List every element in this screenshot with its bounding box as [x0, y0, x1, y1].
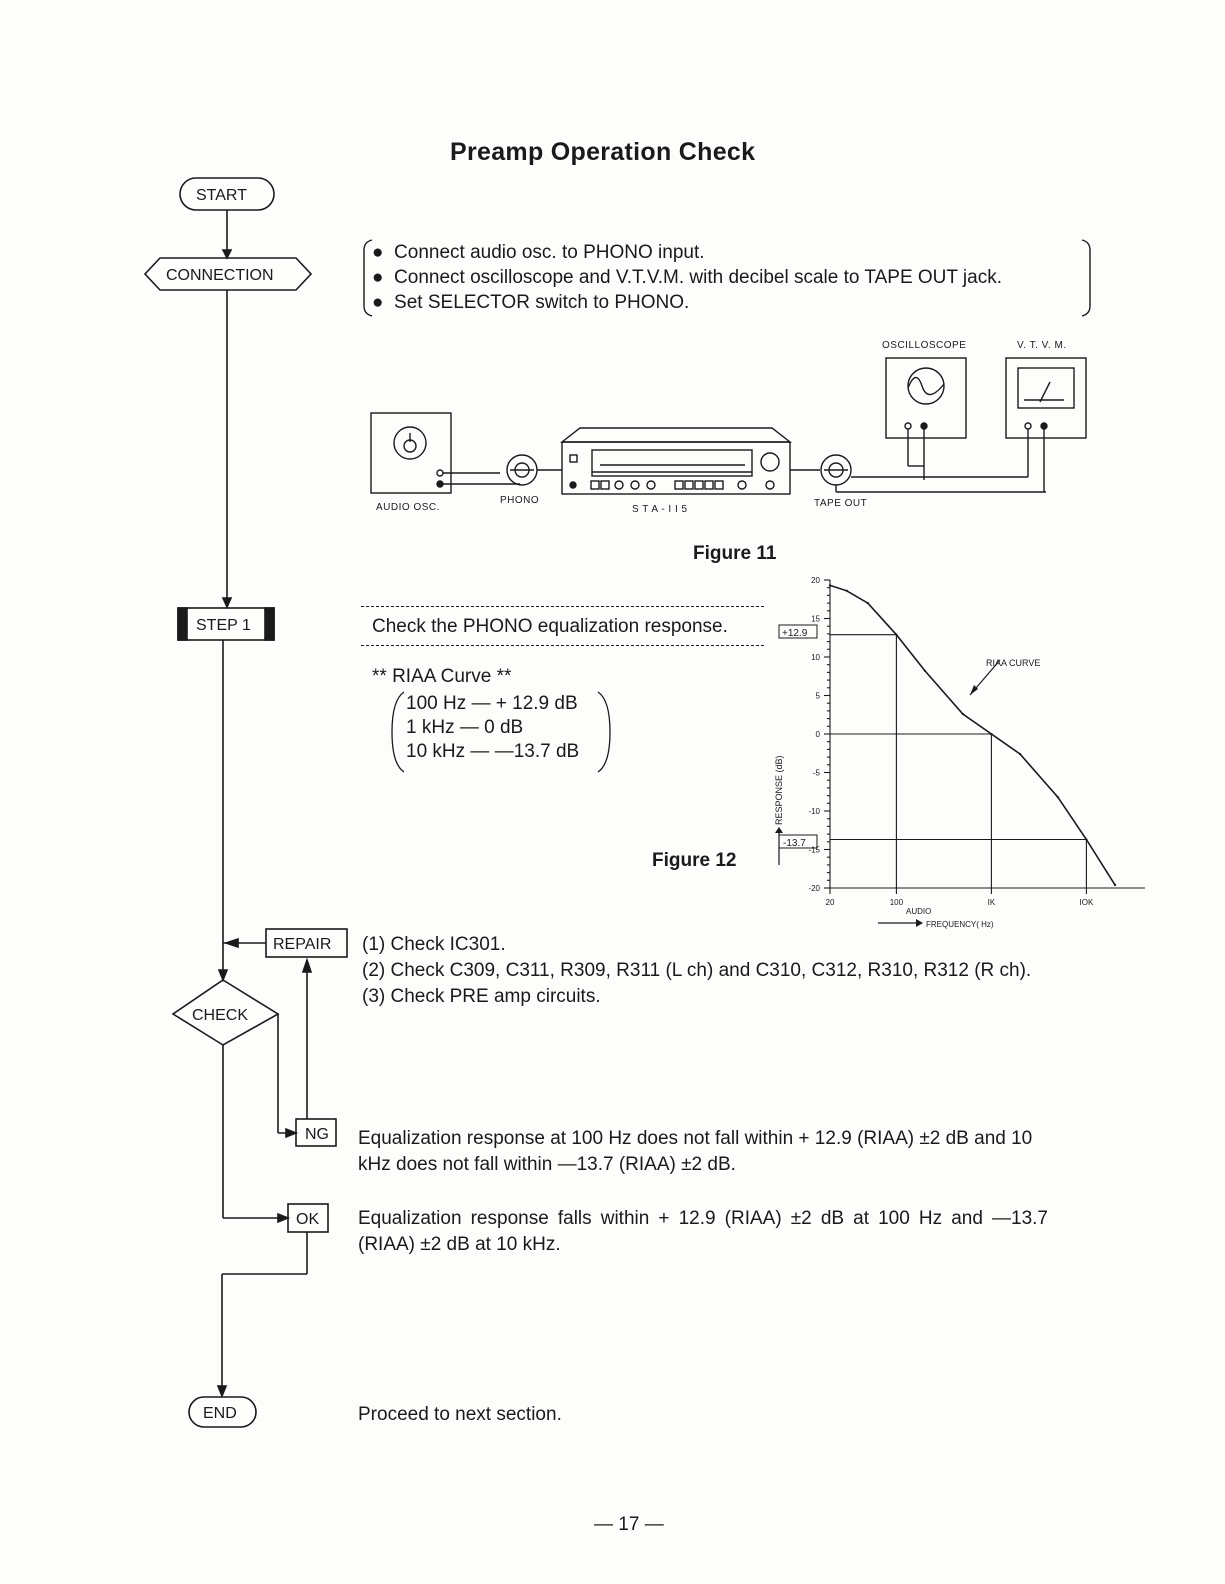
connection-diagram: OSCILLOSCOPE V. T. V. M. AUDIO OSC. PHON… [370, 340, 1087, 515]
receiver-top [559, 427, 793, 443]
ok-description: Equalization response falls within + 12.… [358, 1208, 1048, 1255]
check-label: CHECK [192, 1007, 248, 1024]
ng-box [295, 1118, 337, 1147]
connection-instructions: ● Connect audio osc. to PHONO input. ● C… [372, 240, 1002, 315]
marker-low-box [778, 834, 818, 849]
oscilloscope-box [885, 357, 967, 439]
riaa-line: 100 Hz — + 12.9 dB [406, 693, 578, 714]
y-tick-label: 0 [816, 730, 821, 739]
step1-instruction-box [361, 606, 764, 646]
ok-box [287, 1203, 329, 1233]
curve-label: RIAA CURVE [986, 658, 1040, 668]
tape-out-label: TAPE OUT [814, 498, 867, 509]
oscilloscope-screen-icon [907, 367, 945, 405]
figure11-caption: Figure 11 [693, 543, 777, 564]
connection-box [143, 257, 313, 291]
end-label: END [203, 1405, 237, 1422]
y-tick-label: 15 [811, 615, 820, 624]
x-tick-label: 100 [890, 898, 904, 907]
riaa-line: 10 kHz — —13.7 dB [406, 741, 580, 762]
riaa-brackets [391, 691, 611, 773]
page-number: — 17 — [594, 1514, 664, 1535]
riaa-curve-line [829, 584, 1116, 886]
audio-osc-label: AUDIO OSC. [376, 502, 440, 513]
y-tick-label: -20 [808, 884, 820, 893]
audio-osc-box [370, 412, 452, 494]
y-tick-label: -10 [808, 807, 820, 816]
start-label: START [196, 187, 247, 204]
riaa-line: 1 kHz — 0 dB [406, 717, 524, 738]
step1-label: STEP 1 [196, 617, 251, 634]
oscilloscope-label: OSCILLOSCOPE [882, 340, 966, 351]
marker-low: -13.7 [783, 838, 806, 849]
riaa-heading: ** RIAA Curve ** [372, 666, 512, 687]
model-label: S T A - I I 5 [632, 504, 688, 515]
x-axis-label-top: AUDIO [906, 907, 931, 916]
audio-osc-dial-icon [393, 426, 427, 460]
instruction-item: ● Connect audio osc. to PHONO input. [372, 242, 705, 263]
instruction-item: ● Set SELECTOR switch to PHONO. [372, 292, 690, 313]
instruction-brackets [363, 239, 1091, 317]
y-axis-label: RESPONSE (dB) [774, 755, 784, 825]
y-tick-label: -15 [808, 846, 820, 855]
riaa-chart: 20 15 10 5 0 -5 -10 -15 -20 20 100 IK IOK RIAA CURVE… [774, 576, 1145, 929]
end-terminator [188, 1396, 257, 1428]
y-tick-label: 5 [816, 692, 821, 701]
ok-label: OK [296, 1211, 319, 1228]
page-title: Preamp Operation Check [450, 138, 756, 166]
repair-item: (3) Check PRE amp circuits. [362, 986, 601, 1007]
repair-item: (2) Check C309, C311, R309, R311 (L ch) … [362, 960, 1032, 981]
ng-description: Equalization response at 100 Hz does not… [358, 1128, 1033, 1175]
y-tick-label: -5 [813, 769, 821, 778]
repair-label: REPAIR [273, 936, 331, 953]
repair-item: (1) Check IC301. [362, 934, 506, 955]
riaa-list: 100 Hz — + 12.9 dB 1 kHz — 0 dB 10 kHz —… [406, 692, 579, 764]
connection-label: CONNECTION [166, 267, 274, 284]
repair-list: (1) Check IC301. (2) Check C309, C311, R… [362, 932, 1062, 1010]
x-axis-label-bottom: FREQUENCY( Hz) [926, 920, 994, 929]
y-tick-label: 20 [811, 576, 820, 585]
receiver-body [561, 441, 791, 495]
x-tick-label: IK [988, 898, 996, 907]
vtvm-label: V. T. V. M. [1017, 340, 1067, 351]
vtvm-meter-icon [1017, 367, 1075, 409]
step1-instruction: Check the PHONO equalization response. [372, 616, 728, 637]
instruction-item: ● Connect oscilloscope and V.T.V.M. with… [372, 267, 1003, 288]
figure12-caption: Figure 12 [652, 850, 737, 871]
y-tick-label: 10 [811, 653, 820, 662]
end-description: Proceed to next section. [358, 1404, 562, 1425]
vtvm-box [1005, 357, 1087, 439]
x-tick-label: 20 [826, 898, 835, 907]
x-tick-label: IOK [1080, 898, 1094, 907]
marker-high: +12.9 [782, 628, 808, 639]
marker-high-box [778, 624, 818, 639]
phono-label: PHONO [500, 495, 539, 506]
ng-label: NG [305, 1126, 329, 1143]
